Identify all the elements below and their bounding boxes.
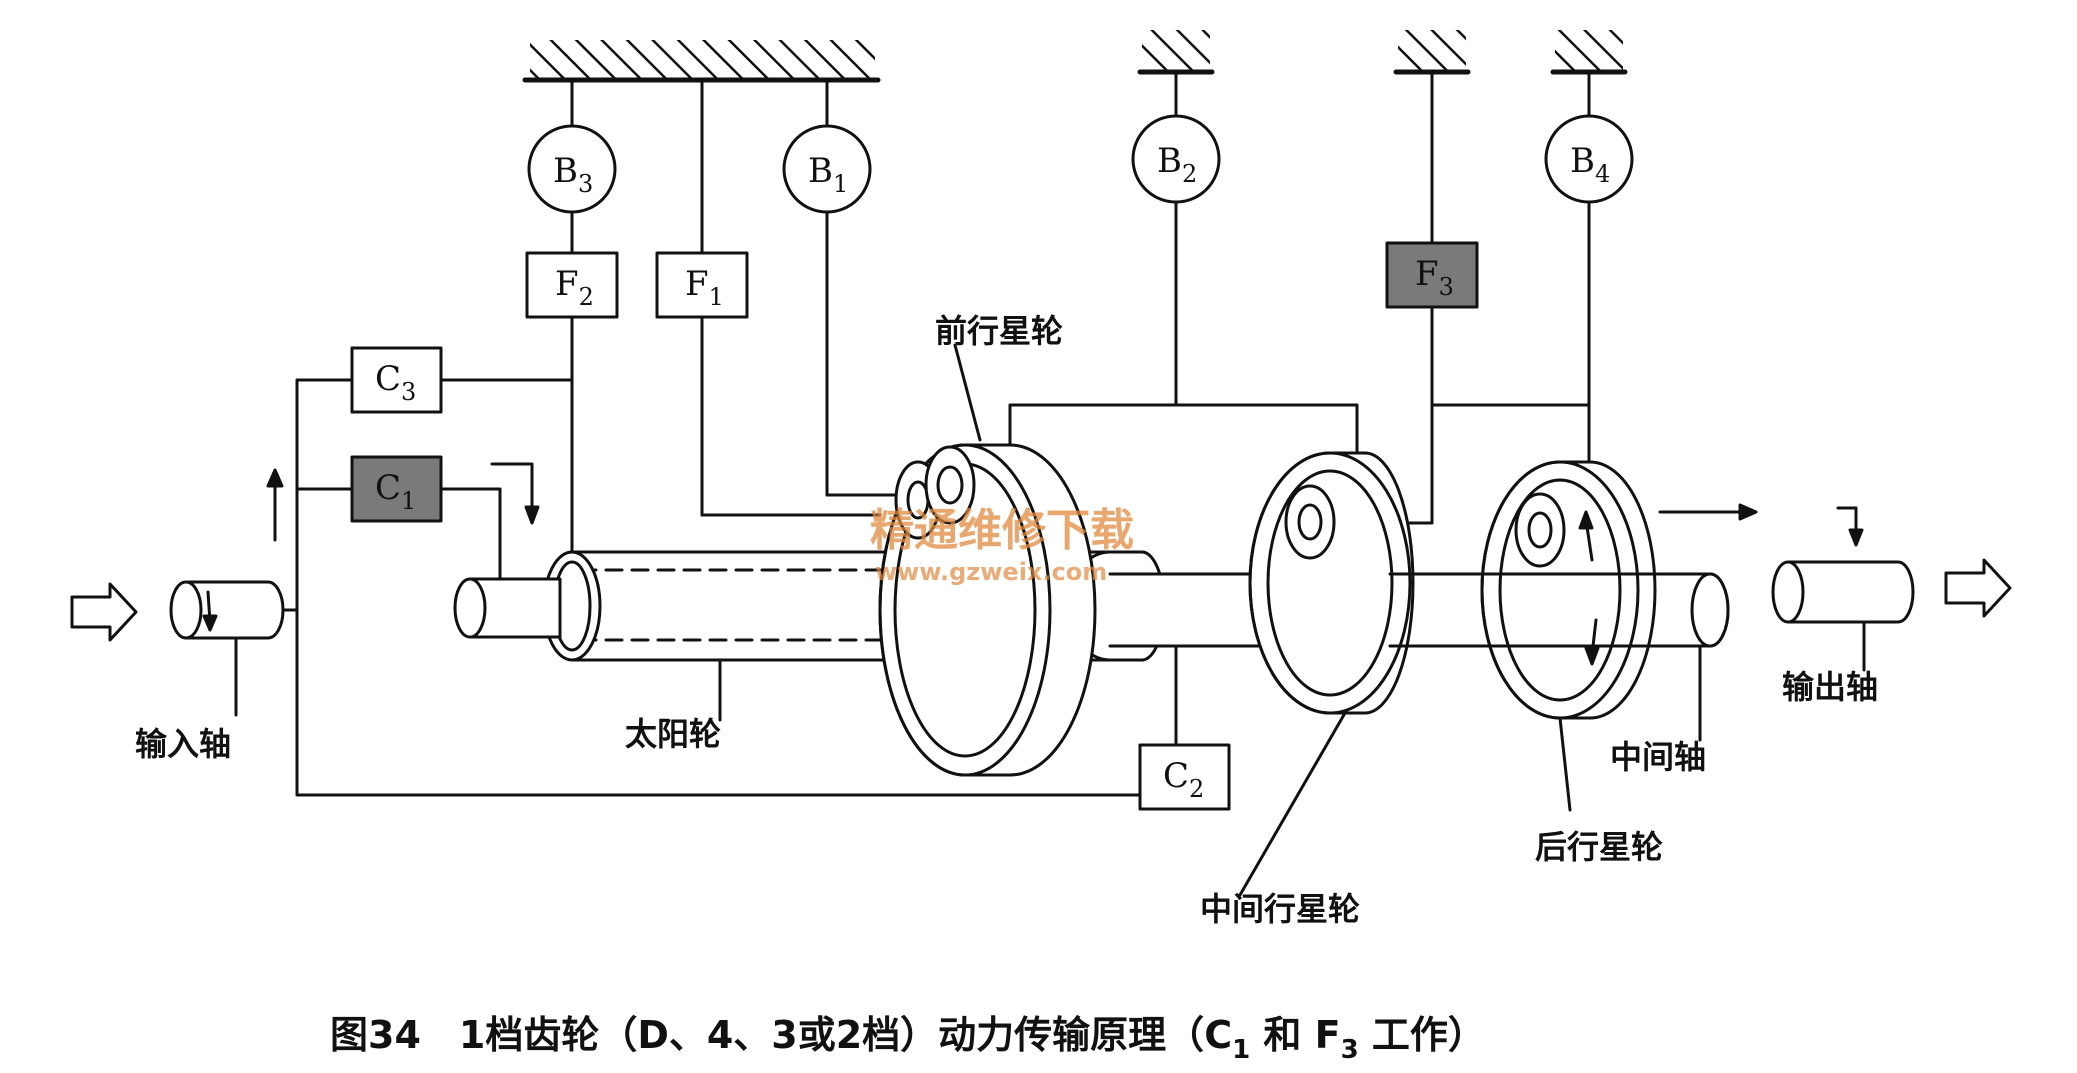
c1-label: C1: [375, 468, 416, 515]
rear-planet-gear: [1480, 460, 1657, 812]
c3-label: C3: [375, 359, 416, 406]
drum-front-ring-middle: [1008, 403, 1359, 472]
ground-b2: [1137, 30, 1215, 75]
clutch-c3-box: [350, 346, 443, 414]
flow-arrow-up: [266, 468, 284, 542]
ground-b4: [1550, 30, 1628, 75]
brake-b4: [1544, 114, 1634, 204]
clutch-c2-box: [1138, 743, 1231, 811]
brake-b2: [1131, 114, 1221, 204]
middle-planet-label: 中间行星轮: [1200, 890, 1360, 928]
b3-label: B3: [553, 151, 593, 198]
link-c1-right: [439, 487, 502, 587]
link-f3-middle-ring: [1403, 403, 1434, 525]
brake-b1: [782, 124, 872, 214]
output-arrow-icon: [1944, 558, 2012, 618]
f1-label: F1: [685, 264, 724, 311]
flow-arrow-output: [1658, 503, 1758, 521]
middle-shaft-end: [1690, 572, 1730, 648]
watermark-url: www.gzweix.com: [875, 558, 1107, 586]
clutch-f3-box-active: [1385, 241, 1479, 309]
output-shaft: [1771, 560, 1915, 672]
clutch-c1-box-active: [350, 455, 443, 523]
output-shaft-label: 输出轴: [1782, 668, 1878, 706]
clutch-f1-box: [655, 251, 749, 319]
middle-planet-gear: [1238, 451, 1415, 897]
flow-arrow-c1: [490, 462, 540, 525]
b1-label: B1: [808, 151, 848, 198]
link-f3-down: [1430, 305, 1591, 407]
front-planet-label: 前行星轮: [935, 312, 1063, 350]
clutch-f2-box: [525, 251, 619, 319]
brake-b3: [527, 124, 617, 214]
b4-label: B4: [1570, 141, 1610, 188]
link-input-c2: [295, 605, 1142, 797]
ground-left: [522, 40, 881, 83]
input-shaft: [169, 580, 285, 717]
input-shaft-label: 输入轴: [135, 725, 231, 763]
input-arrow-icon: [70, 582, 138, 642]
c2-label: C2: [1163, 756, 1204, 803]
b2-label: B2: [1157, 141, 1197, 188]
front-planet-gear: [878, 343, 1097, 777]
f3-label: F3: [1415, 254, 1454, 301]
rear-planet-label: 后行星轮: [1535, 828, 1663, 866]
input-bus: [295, 378, 354, 609]
ground-f3: [1393, 30, 1471, 75]
figure-caption: 图34 1档齿轮（D、4、3或2档）动力传输原理（C1 和 F3 工作）: [330, 1013, 1486, 1065]
intermediate-input-shaft: [453, 577, 562, 639]
middle-shaft-label: 中间轴: [1610, 738, 1706, 776]
f2-label: F2: [555, 264, 594, 311]
watermark-title: 精通维修下载: [870, 505, 1134, 556]
sun-gear-label: 太阳轮: [625, 715, 721, 753]
flow-arrow-output-shaft: [1836, 506, 1864, 547]
